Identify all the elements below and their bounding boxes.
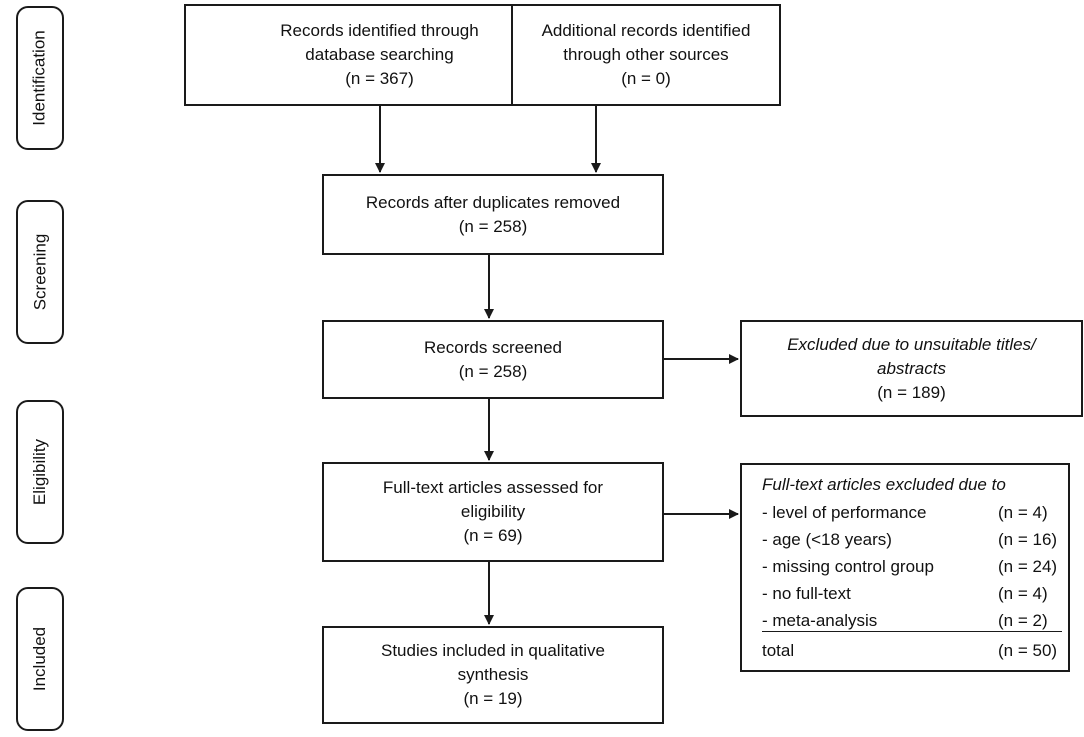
included-count: (n = 19) [463,689,523,708]
box-fulltext-assessed: Full-text articles assessed for eligibil… [322,462,664,562]
other-count: (n = 0) [621,69,671,88]
exclusion-row: - meta-analysis (n = 2) [762,611,1048,635]
duplicates-line1: Records after duplicates removed [365,192,621,212]
excluded-titles-count: (n = 189) [877,382,946,402]
exclusion-row: - age (<18 years) (n = 16) [762,530,1057,554]
exclusion-reason: - level of performance [762,503,927,522]
phase-eligibility: Eligibility [16,400,64,544]
exclusion-count: (n = 4) [998,503,1048,522]
box-fulltext-exclusions: Full-text articles excluded due to - lev… [740,463,1070,672]
exclusion-count: (n = 24) [998,557,1058,576]
fulltext-count: (n = 69) [463,526,523,545]
phase-identification: Identification [16,6,64,150]
exclusion-total-row: total (n = 50) [762,641,1057,665]
exclusion-total-label: total [762,641,795,660]
exclusion-row: - no full-text (n = 4) [762,584,1048,608]
box-other-records: Additional records identified through ot… [511,4,781,106]
exclusions-title: Full-text articles excluded due to [762,475,1006,494]
box-studies-included: Studies included in qualitative synthesi… [322,626,664,724]
box-records-screened: Records screened (n = 258) [322,320,664,399]
exclusion-row: - level of performance (n = 4) [762,503,1048,527]
included-line2: synthesis [457,665,529,684]
included-line1: Studies included in qualitative [381,641,605,660]
exclusion-total-count: (n = 50) [998,641,1058,660]
phase-screening: Screening [16,200,64,344]
total-divider [762,631,1062,632]
other-line1: Additional records identified [541,21,751,40]
box-database-records: Records identified through database sear… [184,4,575,106]
fulltext-line2: eligibility [460,502,526,521]
exclusion-row: - missing control group (n = 24) [762,557,1057,581]
phase-included: Included [16,587,64,731]
screened-count: (n = 258) [458,361,528,381]
excluded-titles-line1: Excluded due to unsuitable titles/ [787,334,1036,354]
exclusion-reason: - age (<18 years) [762,530,892,549]
other-line2: through other sources [563,45,729,64]
database-line2: database searching [305,45,454,64]
exclusion-count: (n = 2) [998,611,1048,630]
database-line1: Records identified through [280,21,479,40]
screened-line1: Records screened [424,337,562,357]
duplicates-count: (n = 258) [458,216,528,236]
database-count: (n = 367) [345,69,414,88]
box-excluded-titles: Excluded due to unsuitable titles/ abstr… [740,320,1083,417]
excluded-titles-line2: abstracts [877,358,946,378]
exclusion-reason: - no full-text [762,584,851,603]
exclusion-count: (n = 4) [998,584,1048,603]
exclusion-reason: - missing control group [762,557,934,576]
exclusion-count: (n = 16) [998,530,1058,549]
exclusion-reason: - meta-analysis [762,611,878,630]
box-after-duplicates: Records after duplicates removed (n = 25… [322,174,664,255]
fulltext-line1: Full-text articles assessed for [382,478,604,497]
